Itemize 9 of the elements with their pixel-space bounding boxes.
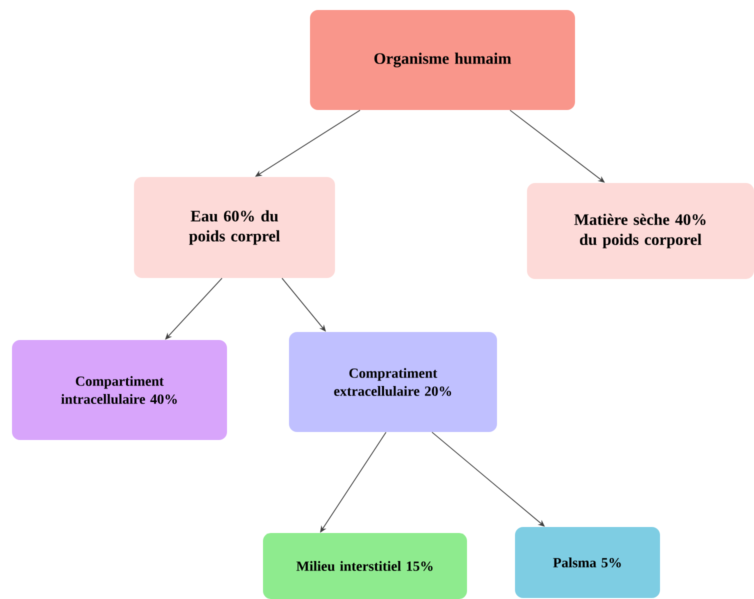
category-box: Compratiment extracellulaire 20%	[289, 332, 497, 432]
category-box: Milieu interstitiel 15%	[263, 533, 467, 599]
root-box: Organisme humaim	[310, 10, 575, 110]
category-box: Compartiment intracellulaire 40%	[12, 340, 227, 440]
category-box: Eau 60% du poids corprel	[134, 177, 335, 278]
arrow	[510, 110, 605, 183]
category-box: Matière sèche 40% du poids corporel	[527, 183, 754, 279]
category-box: Palsma 5%	[515, 527, 660, 598]
arrow	[432, 432, 545, 527]
